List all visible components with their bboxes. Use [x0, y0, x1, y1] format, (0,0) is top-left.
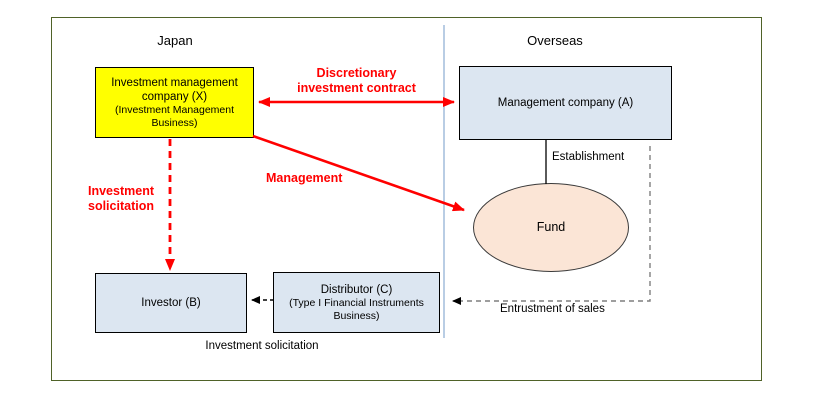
node-title: Distributor (C): [320, 283, 393, 296]
label-management: Management: [266, 171, 343, 185]
label-entrustment-of-sales: Entrustment of sales: [500, 303, 605, 315]
node-subtitle: (Investment Management Business): [114, 103, 235, 129]
node-management-company: Management company (A): [459, 66, 672, 140]
node-subtitle: (Type I Financial Instruments Business): [289, 296, 424, 322]
node-distributor: Distributor (C) (Type I Financial Instru…: [273, 272, 440, 333]
node-fund: Fund: [473, 183, 629, 272]
label-investment-solicitation-black: Investment solicitation: [205, 340, 319, 352]
label-investment-solicitation-red: Investment solicitation: [88, 184, 154, 213]
node-investment-management-company: Investment management company (X) (Inves…: [95, 67, 254, 138]
node-title: Fund: [536, 219, 566, 234]
region-label-overseas: Overseas: [527, 33, 583, 48]
label-establishment: Establishment: [552, 151, 625, 163]
node-title: Management company (A): [497, 96, 634, 109]
node-title: Investor (B): [141, 296, 201, 309]
label-discretionary-investment-contract: Discretionary investment contract: [297, 66, 416, 95]
node-title: Investment management company (X): [111, 76, 238, 103]
region-label-japan: Japan: [157, 33, 193, 48]
node-investor: Investor (B): [95, 273, 247, 333]
outer-frame: [51, 17, 762, 381]
